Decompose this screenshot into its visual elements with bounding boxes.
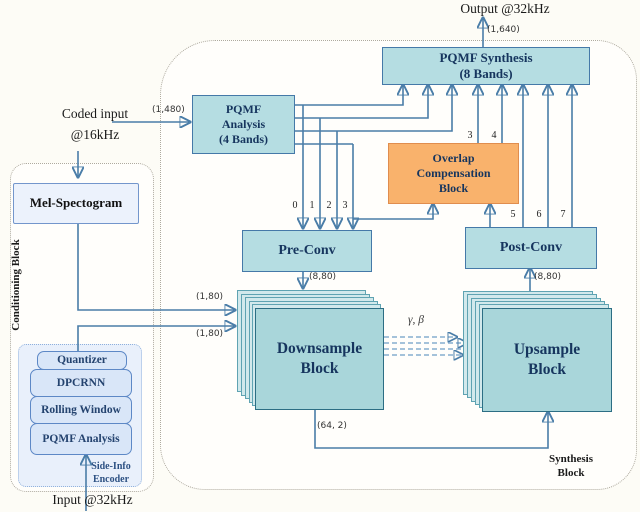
band-7-label: 7 [560, 209, 566, 220]
band-wires [293, 86, 572, 227]
core-wires [303, 269, 548, 449]
quantizer-dim-label: (1,80) [196, 329, 224, 339]
dpcrnn-block: DPCRNN [30, 369, 132, 397]
band-0-label: 0 [292, 200, 298, 211]
overlap-line2: Compensation [416, 166, 491, 180]
downsample-line1: Downsample [276, 339, 363, 357]
overlap-compensation-block: Overlap Compensation Block [388, 143, 519, 204]
band-1-label: 1 [309, 200, 315, 211]
latent-dim-label: (64, 2) [317, 421, 347, 431]
pqmf-synthesis-block: PQMF Synthesis (8 Bands) [382, 47, 590, 85]
band-2-label: 2 [326, 200, 332, 211]
input-label: Input @32kHz [52, 492, 133, 507]
mel-spectrogram-block: Mel-Spectogram [13, 183, 139, 224]
rolling-window-block: Rolling Window [30, 396, 132, 424]
coded-input-line2: @16kHz [70, 126, 120, 142]
upsample-block: Upsample Block [482, 308, 612, 412]
side-info-encoder-label: Side-Info Encoder [91, 461, 131, 485]
synthesis-block-label: Synthesis Block [548, 453, 594, 479]
quantizer-to-downsample-arrow [77, 326, 234, 351]
pqmf-analysis-line3: (4 Bands) [218, 132, 268, 146]
band3-to-overlap-arrow [353, 205, 433, 220]
quantizer-label: Quantizer [57, 354, 107, 367]
preconv-out-dim-label: (8,80) [309, 272, 337, 282]
upsample-line1: Upsample [513, 340, 581, 358]
band-6-label: 6 [536, 209, 542, 220]
post-conv-block: Post-Conv [465, 227, 597, 269]
coded-input-label: Coded input @16kHz [30, 104, 160, 146]
band-4-out-label: 4 [491, 130, 497, 141]
coded-dim-label: (1,480) [152, 105, 185, 115]
pre-conv-block: Pre-Conv [242, 230, 372, 272]
pqmf-analysis-encoder-label: PQMF Analysis [42, 432, 120, 445]
downsample-stack: Downsample Block [237, 290, 384, 410]
output-dim-label: (1,640) [487, 25, 520, 35]
dpcrnn-label: DPCRNN [56, 376, 106, 389]
coded-input-line1: Coded input [61, 106, 129, 121]
gamma-beta-label: γ, β [408, 314, 425, 326]
output-label: Output @32kHz [460, 1, 550, 16]
band-3-label: 3 [342, 200, 348, 211]
overlap-line1: Overlap [432, 151, 475, 165]
band0-to-synthesis-arrow [293, 86, 403, 106]
upsample-line2: Block [528, 361, 566, 378]
post-conv-label: Post-Conv [499, 240, 563, 256]
downsample-to-upsample-arrow [314, 408, 548, 449]
pqmf-analysis-line1: PQMF [225, 102, 262, 116]
conditioning-block-label: Conditioning Block [10, 239, 23, 331]
upsample-stack: Upsample Block [463, 291, 612, 412]
rolling-window-label: Rolling Window [41, 403, 121, 416]
band-5-label: 5 [510, 209, 516, 220]
band-3-out-label: 3 [467, 130, 473, 141]
pqmf-analysis-line2: Analysis [221, 117, 266, 131]
band2-to-synthesis-arrow [293, 86, 452, 132]
pqmf-analysis-block: PQMF Analysis (4 Bands) [192, 95, 295, 154]
quantizer-block: Quantizer [37, 351, 127, 370]
postconv-in-dim-label: (8,80) [534, 272, 562, 282]
pqmf-synthesis-line2: (8 Bands) [459, 66, 513, 81]
mel-spectrogram-label: Mel-Spectogram [29, 195, 123, 211]
input-output-wires [78, 19, 483, 511]
conditioning-wires [77, 222, 234, 351]
pre-conv-label: Pre-Conv [278, 243, 336, 259]
pqmf-synthesis-line1: PQMF Synthesis [439, 49, 533, 65]
pqmf-analysis-encoder-block: PQMF Analysis [30, 423, 132, 455]
overlap-line3: Block [438, 181, 469, 195]
downsample-line2: Block [300, 360, 339, 377]
mel-dim-label: (1,80) [196, 292, 224, 302]
mel-to-downsample-arrow [77, 222, 234, 310]
downsample-block: Downsample Block [255, 308, 384, 410]
band1-to-synthesis-arrow [293, 86, 428, 119]
